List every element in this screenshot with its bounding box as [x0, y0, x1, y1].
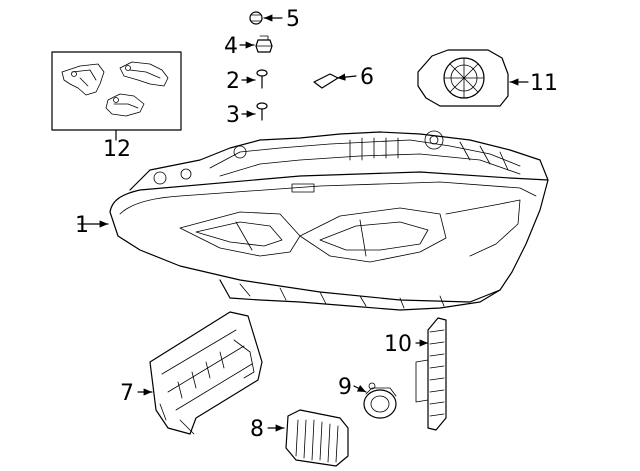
part-9-ring — [353, 382, 397, 419]
callout-3: 3 — [226, 103, 240, 128]
callout-4: 4 — [224, 34, 238, 59]
callout-7: 7 — [120, 381, 134, 406]
part-11-cover — [417, 49, 529, 107]
part-12-bracket-kit — [51, 51, 182, 141]
callout-1: 1 — [75, 213, 89, 238]
part-4-grommet — [239, 35, 273, 53]
callout-5: 5 — [286, 7, 300, 32]
part-5-nut — [249, 11, 283, 25]
callout-2: 2 — [226, 69, 240, 94]
part-10-module — [415, 317, 447, 431]
callout-10: 10 — [384, 332, 412, 357]
part-8-heatsink — [267, 409, 349, 467]
part-6-strip — [313, 73, 357, 89]
part-3-screw — [241, 102, 268, 121]
part-1-headlamp — [77, 130, 549, 311]
part-7-shroud — [137, 311, 263, 435]
callout-8: 8 — [250, 417, 264, 442]
callout-9: 9 — [338, 375, 352, 400]
callout-12: 12 — [103, 137, 131, 162]
callout-11: 11 — [530, 71, 558, 96]
callout-6: 6 — [360, 65, 374, 90]
part-2-screw — [241, 69, 268, 89]
